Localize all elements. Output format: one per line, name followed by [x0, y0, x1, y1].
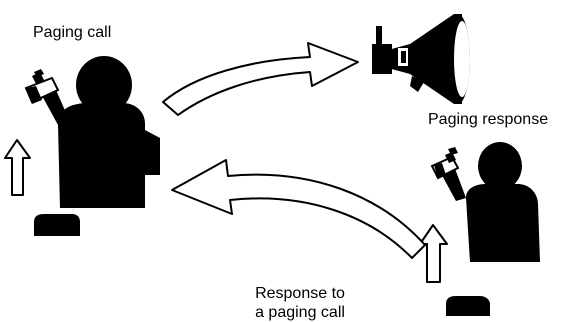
response-label-line-1: Response to [255, 285, 345, 302]
loudspeaker-icon [372, 14, 470, 104]
response-label-line-2: a paging call [255, 304, 345, 321]
response-to-paging-call-label: Response to a paging call [210, 284, 390, 322]
curved-arrow-icon [171, 159, 426, 259]
paging-response-label: Paging response [428, 111, 549, 128]
paging-call-label: Paging call [33, 24, 112, 41]
curved-arrow-icon [162, 42, 359, 116]
button-icon [34, 214, 80, 236]
caller-person-icon [24, 56, 160, 208]
button-icon [446, 296, 490, 316]
responder-person-icon [430, 142, 540, 262]
up-arrow-icon [419, 224, 448, 283]
up-arrow-icon [4, 139, 31, 196]
